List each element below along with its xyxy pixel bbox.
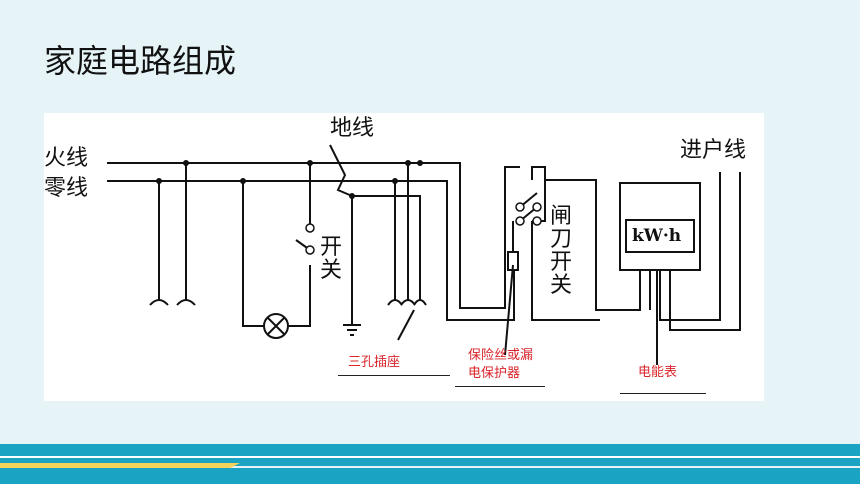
footer-stripe-2 bbox=[0, 458, 860, 466]
fuse-annotation-line1: 保险丝或漏 bbox=[468, 348, 534, 363]
live-wire-label: 火线 bbox=[44, 146, 89, 171]
ground-wire-label: 地线 bbox=[330, 116, 375, 141]
lamp-icon bbox=[263, 313, 289, 339]
socket-pointer bbox=[397, 309, 415, 341]
footer-stripe-3 bbox=[0, 468, 860, 484]
live-wire-line bbox=[107, 162, 520, 309]
meter-unit-label: kW·h bbox=[632, 226, 682, 246]
switch-line bbox=[295, 163, 311, 251]
meter-display bbox=[625, 219, 695, 253]
meter-feed-line-2 bbox=[531, 221, 600, 321]
switch-label: 开 关 bbox=[319, 235, 342, 284]
slide-title: 家庭电路组成 bbox=[44, 42, 237, 80]
neutral-wire-label: 零线 bbox=[44, 176, 89, 201]
service-wire-line-2 bbox=[669, 172, 741, 331]
ground-symbol bbox=[343, 324, 361, 336]
three-hole-socket bbox=[352, 163, 421, 300]
knife-switch-line bbox=[531, 166, 546, 222]
ground-wire-line bbox=[329, 144, 353, 325]
three-hole-socket-curves bbox=[387, 299, 427, 306]
service-wire-label: 进户线 bbox=[680, 138, 747, 163]
meter-annotation: 电能表 bbox=[638, 365, 678, 380]
socket-annotation: 三孔插座 bbox=[348, 355, 401, 370]
fuse-pointer bbox=[504, 264, 514, 356]
fuse-annotation-line2: 电保护器 bbox=[468, 366, 521, 381]
lamp-circuit bbox=[242, 181, 311, 327]
fuse-underline bbox=[455, 386, 545, 387]
neutral-wire-line bbox=[107, 180, 515, 321]
service-wire-line bbox=[659, 172, 721, 321]
footer-stripe-divider bbox=[0, 456, 860, 458]
footer-accent bbox=[0, 463, 240, 468]
knife-switch-label: 闸 刀 开 关 bbox=[549, 204, 572, 299]
meter-underline bbox=[620, 393, 706, 394]
diagram-panel bbox=[44, 113, 764, 401]
plug-curves bbox=[149, 299, 196, 306]
footer-stripe bbox=[0, 444, 860, 456]
socket-underline bbox=[338, 375, 450, 376]
meter-box bbox=[619, 182, 701, 271]
meter-feed-line bbox=[545, 179, 641, 311]
